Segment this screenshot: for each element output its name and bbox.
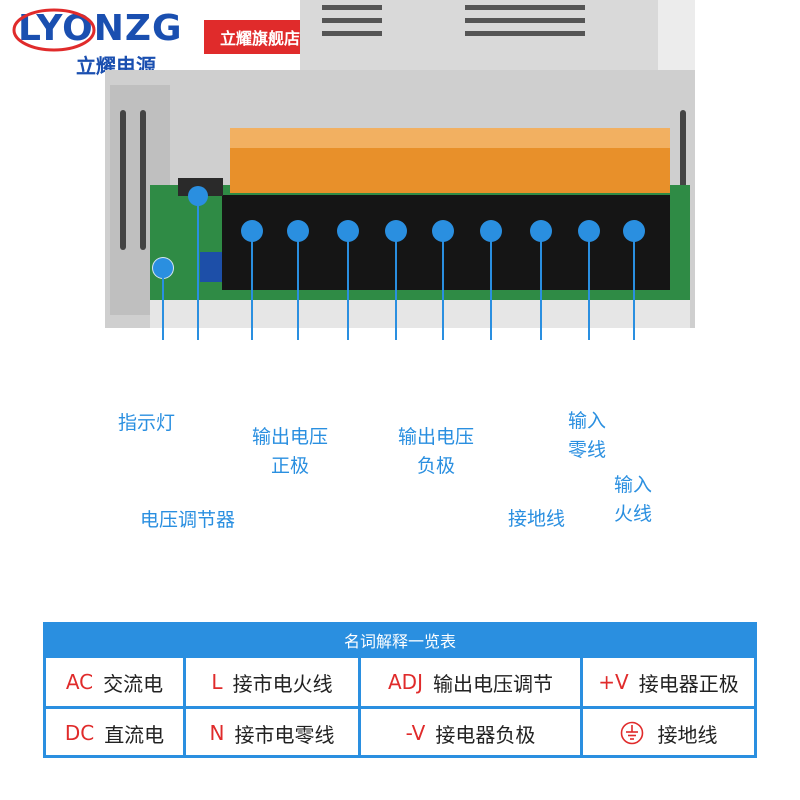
glossary-title: 名词解释一览表 (46, 625, 754, 655)
glossary-cell: 接地线 (583, 706, 754, 757)
logo-text: LYONZG (18, 8, 183, 49)
label-output-negative: 输出电压 负极 (398, 426, 475, 477)
power-supply-illustration (105, 0, 695, 340)
label-indicator-light: 指示灯 (118, 412, 176, 434)
label-ground-wire: 接地线 (508, 508, 566, 530)
logo-swoosh-icon (12, 8, 96, 52)
brand-logo: LYONZG 立耀电源 (10, 6, 200, 84)
label-voltage-regulator: 电压调节器 (140, 509, 236, 531)
label-input-neutral: 输入 零线 (568, 410, 607, 461)
store-badge[interactable]: 立耀旗舰店 (204, 20, 316, 54)
ground-icon (620, 721, 643, 745)
label-output-positive: 输出电压 正极 (252, 426, 329, 477)
label-input-live: 输入 火线 (614, 474, 653, 525)
